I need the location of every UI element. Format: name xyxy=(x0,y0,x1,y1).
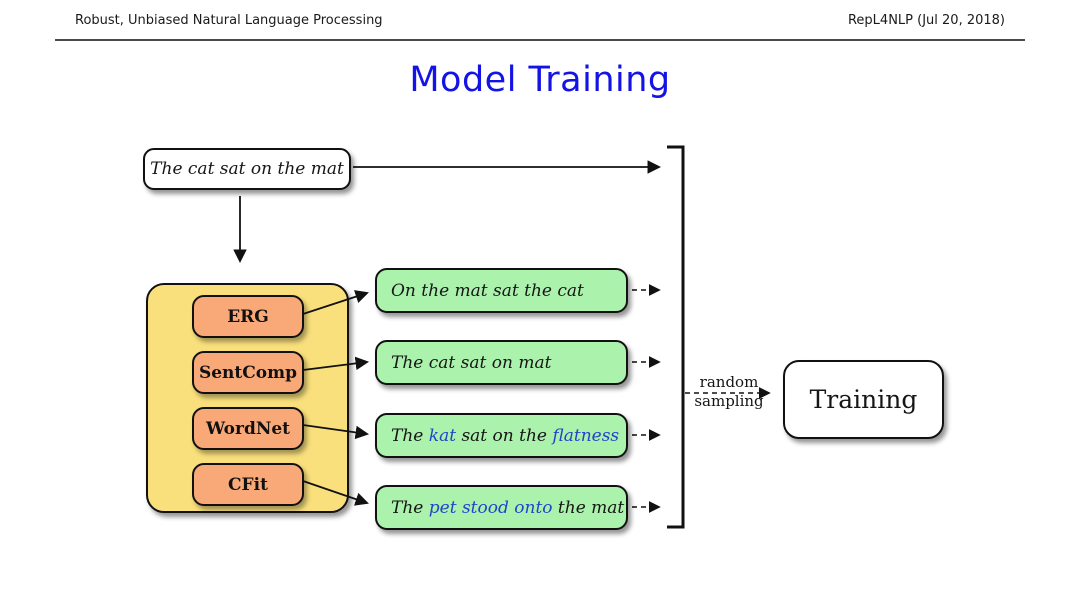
generator-cfit-label: CFit xyxy=(228,474,268,495)
source-sentence-text: The cat sat on the mat xyxy=(150,159,344,179)
generators-container: ERG SentComp WordNet CFit xyxy=(146,283,349,513)
header-talk-title: Robust, Unbiased Natural Language Proces… xyxy=(75,13,383,28)
output-sentence-1-text: On the mat sat the cat xyxy=(391,280,584,301)
random-sampling-line2: sampling xyxy=(694,392,764,410)
output-sentence-1: On the mat sat the cat xyxy=(375,268,628,313)
output-sentence-3-text: The kat sat on the flatness xyxy=(391,425,620,446)
generator-wordnet: WordNet xyxy=(192,407,304,450)
generator-erg-label: ERG xyxy=(227,306,269,327)
output-sentence-3: The kat sat on the flatness xyxy=(375,413,628,458)
source-sentence-box: The cat sat on the mat xyxy=(143,148,351,190)
generator-sentcomp: SentComp xyxy=(192,351,304,394)
output-sentence-2: The cat sat on mat xyxy=(375,340,628,385)
generator-cfit: CFit xyxy=(192,463,304,506)
training-box: Training xyxy=(783,360,944,439)
header-rule xyxy=(55,39,1025,41)
changed-word: flatness xyxy=(552,425,620,446)
header-venue-date: RepL4NLP (Jul 20, 2018) xyxy=(847,13,1005,28)
generator-wordnet-label: WordNet xyxy=(205,418,291,439)
changed-words: pet stood onto xyxy=(428,497,553,518)
generator-sentcomp-label: SentComp xyxy=(198,362,298,383)
changed-word: kat xyxy=(428,425,457,446)
training-label: Training xyxy=(809,385,918,414)
random-sampling-label: random sampling xyxy=(684,373,774,411)
page-title: Model Training xyxy=(409,60,671,100)
random-sampling-line1: random xyxy=(699,373,759,391)
collection-bracket xyxy=(667,145,685,529)
output-sentence-4-text: The pet stood onto the mat xyxy=(391,497,625,518)
output-sentence-2-text: The cat sat on mat xyxy=(391,352,552,373)
generator-erg: ERG xyxy=(192,295,304,338)
output-sentence-4: The pet stood onto the mat xyxy=(375,485,628,530)
